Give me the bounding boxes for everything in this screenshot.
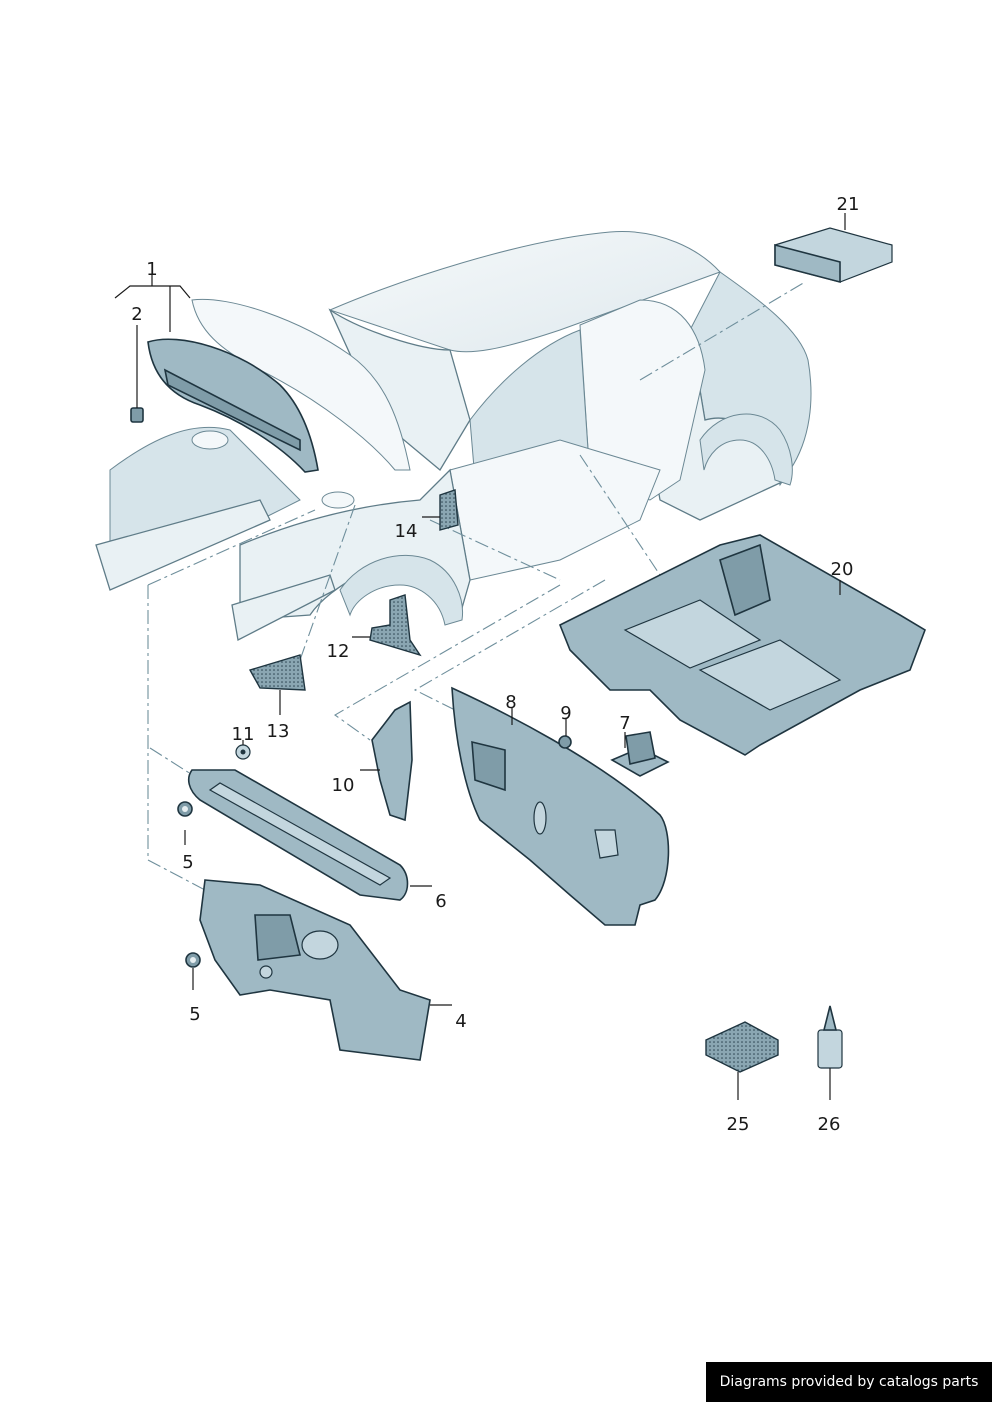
insulator-part-13	[248, 654, 306, 691]
callout-25: 25	[727, 1114, 750, 1135]
callout-11: 11	[232, 724, 255, 745]
callout-leader-lines	[114, 213, 846, 1100]
rear-insulation-part-21	[774, 227, 893, 284]
callout-5-upper: 5	[182, 852, 193, 873]
callout-12: 12	[327, 641, 350, 662]
grommet-part-5-upper	[177, 801, 193, 817]
footer-credit-text: Diagrams provided by catalogs parts	[719, 1374, 979, 1390]
callout-10: 10	[332, 775, 355, 796]
adhesive-bottle-part-26	[817, 1005, 843, 1069]
callout-8: 8	[505, 692, 516, 713]
pad-part-25	[705, 1021, 779, 1073]
floor-insulation-part-20	[558, 534, 926, 756]
dash-insulation-part-4	[199, 879, 431, 1061]
bracket-part-14	[439, 489, 459, 531]
callout-2: 2	[131, 304, 142, 325]
footer-credit-badge: Diagrams provided by catalogs parts	[706, 1362, 992, 1402]
callout-labels: 1 2 21 20 14 12 13 11 10 8 9 7 5 6 5 4 2…	[131, 194, 859, 1135]
car-body-shell	[95, 231, 812, 641]
bracket-part-10	[371, 700, 413, 822]
clip-part-9	[558, 735, 572, 749]
callout-13: 13	[267, 721, 290, 742]
callout-14: 14	[395, 521, 418, 542]
callout-4: 4	[455, 1011, 466, 1032]
grommet-part-5-lower	[185, 952, 201, 968]
callout-7: 7	[619, 713, 630, 734]
mount-part-7	[610, 731, 670, 777]
firewall-insulation-part-8	[451, 686, 670, 926]
rail-insulation-part-6	[187, 769, 409, 901]
nut-part-11	[235, 744, 251, 760]
callout-20: 20	[831, 559, 854, 580]
callout-6: 6	[435, 891, 446, 912]
callout-9: 9	[560, 703, 571, 724]
clip-part-2	[130, 407, 144, 423]
callout-5-lower: 5	[189, 1004, 200, 1025]
hood-insulation-part-1	[147, 298, 411, 473]
callout-1: 1	[146, 259, 157, 280]
insulator-part-12	[369, 594, 422, 657]
callout-21: 21	[837, 194, 860, 215]
callout-26: 26	[818, 1114, 841, 1135]
